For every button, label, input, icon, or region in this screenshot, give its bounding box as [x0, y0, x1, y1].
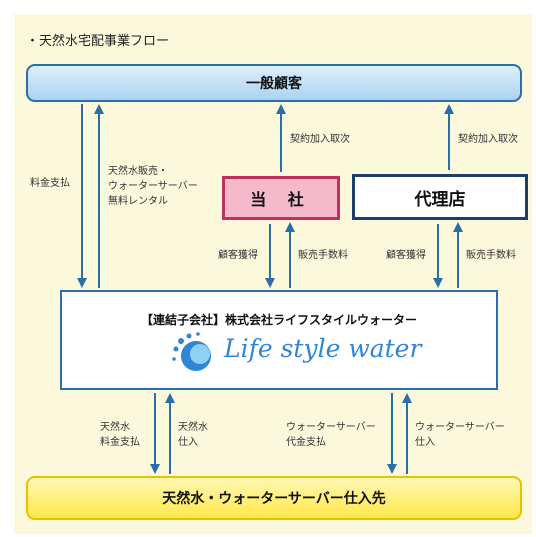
label-server-fee-line2: 代金支払: [286, 437, 326, 448]
label-server-fee: ウォーターサーバー 代金支払: [286, 420, 376, 450]
label-contract-agency: 契約加入取次: [458, 134, 518, 145]
label-server-purchase: ウォーターサーバー 仕入: [415, 420, 505, 450]
subsidiary-box: 【連結子会社】株式会社ライフスタイルウォーター Life style water: [60, 290, 498, 390]
lifestyle-water-logo: Life style water: [172, 332, 421, 376]
label-server-purchase-line2: 仕入: [415, 437, 435, 448]
label-water-purchase-line1: 天然水: [178, 422, 208, 433]
label-acquire-agency: 顧客獲得: [386, 250, 426, 261]
label-water-fee-line2: 料金支払: [100, 437, 140, 448]
label-water-fee: 天然水 料金支払: [100, 420, 140, 450]
label-water-purchase: 天然水 仕入: [178, 420, 208, 450]
diagram-title: ・天然水宅配事業フロー: [26, 34, 170, 49]
label-water-sales: 天然水販売・ ウォーターサーバー 無料レンタル: [108, 164, 198, 209]
label-acquire-company: 顧客獲得: [218, 250, 258, 261]
label-water-sales-line3: 無料レンタル: [108, 196, 168, 207]
label-server-purchase-line1: ウォーターサーバー: [415, 422, 505, 433]
label-fee-payment: 料金支払: [30, 178, 70, 189]
general-customers-box: 一般顧客: [26, 64, 522, 102]
agency-box: 代理店: [352, 174, 528, 220]
water-drop-icon: [172, 332, 211, 371]
label-commission-company: 販売手数料: [298, 250, 348, 261]
label-water-purchase-line2: 仕入: [178, 437, 198, 448]
label-commission-agency: 販売手数料: [466, 250, 516, 261]
label-server-fee-line1: ウォーターサーバー: [286, 422, 376, 433]
label-contract-company: 契約加入取次: [290, 134, 350, 145]
label-water-sales-line1: 天然水販売・: [108, 166, 168, 177]
label-water-fee-line1: 天然水: [100, 422, 130, 433]
our-company-box: 当 社: [222, 176, 340, 220]
supplier-box: 天然水・ウォーターサーバー仕入先: [26, 476, 522, 520]
label-water-sales-line2: ウォーターサーバー: [108, 181, 198, 192]
subsidiary-label: 【連結子会社】株式会社ライフスタイルウォーター: [140, 313, 417, 327]
logo-text: Life style water: [224, 334, 422, 363]
